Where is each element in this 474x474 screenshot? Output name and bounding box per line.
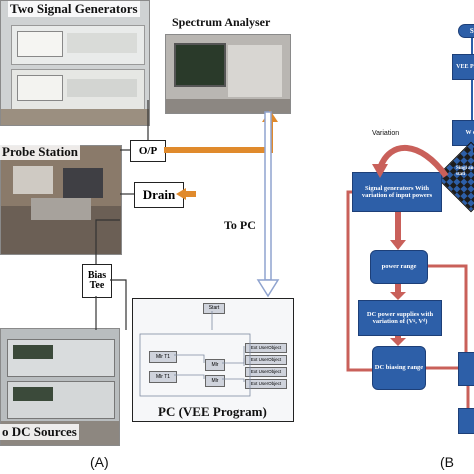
probe-station-label: Probe Station bbox=[0, 144, 80, 160]
flow-w-node: W or bbox=[452, 120, 474, 146]
variation-label: Variation bbox=[372, 130, 400, 137]
flow-power-range-node: power range bbox=[370, 250, 428, 284]
vee-start-node: Start bbox=[203, 303, 225, 314]
flow-decision-text: Singl an stati bbox=[456, 166, 474, 177]
bias-tee-box: Bias Tee bbox=[82, 264, 112, 298]
vee-node: Mlr T1 bbox=[149, 351, 177, 363]
flow-start-node: St bbox=[458, 24, 474, 38]
vee-output: Ext UserObject bbox=[245, 367, 287, 377]
drain-box: Drain bbox=[134, 182, 184, 208]
spectrum-analyser-label: Spectrum Analyser bbox=[172, 15, 271, 29]
panel-a-caption: (A) bbox=[90, 454, 109, 470]
flow-signal-generators-node: Signal generators With variation of inpu… bbox=[352, 172, 442, 212]
dc-sources-label: o DC Sources bbox=[0, 424, 79, 440]
probe-station-photo bbox=[0, 145, 122, 255]
vee-node: Mlr T1 bbox=[149, 371, 177, 383]
signal-generators-label: Two Signal Generators bbox=[8, 1, 140, 17]
spectrum-analyser-photo bbox=[165, 34, 291, 114]
vee-node: Mlr bbox=[205, 375, 225, 387]
flow-right-node bbox=[458, 408, 474, 434]
flow-dc-supply-node: DC power supplies with variation of (Vᵍ,… bbox=[358, 300, 442, 336]
vee-node: Mlr bbox=[205, 359, 225, 371]
signal-generators-photo bbox=[0, 0, 150, 126]
flow-dc-bias-node: DC biasing range bbox=[372, 346, 426, 390]
vee-output: Ext UserObject bbox=[245, 343, 287, 353]
panel-b-caption: (B bbox=[440, 454, 454, 470]
vee-output: Ext UserObject bbox=[245, 379, 287, 389]
flow-right-node bbox=[458, 352, 474, 386]
pc-label: PC (VEE Program) bbox=[158, 404, 267, 419]
vee-output: Ext UserObject bbox=[245, 355, 287, 365]
flow-vee-node: VEE Progra bbox=[452, 54, 474, 80]
vee-program-window: Start Mlr T1 Mlr T1 Mlr Mlr Ext UserObje… bbox=[132, 298, 294, 422]
to-pc-label: To PC bbox=[224, 218, 256, 232]
